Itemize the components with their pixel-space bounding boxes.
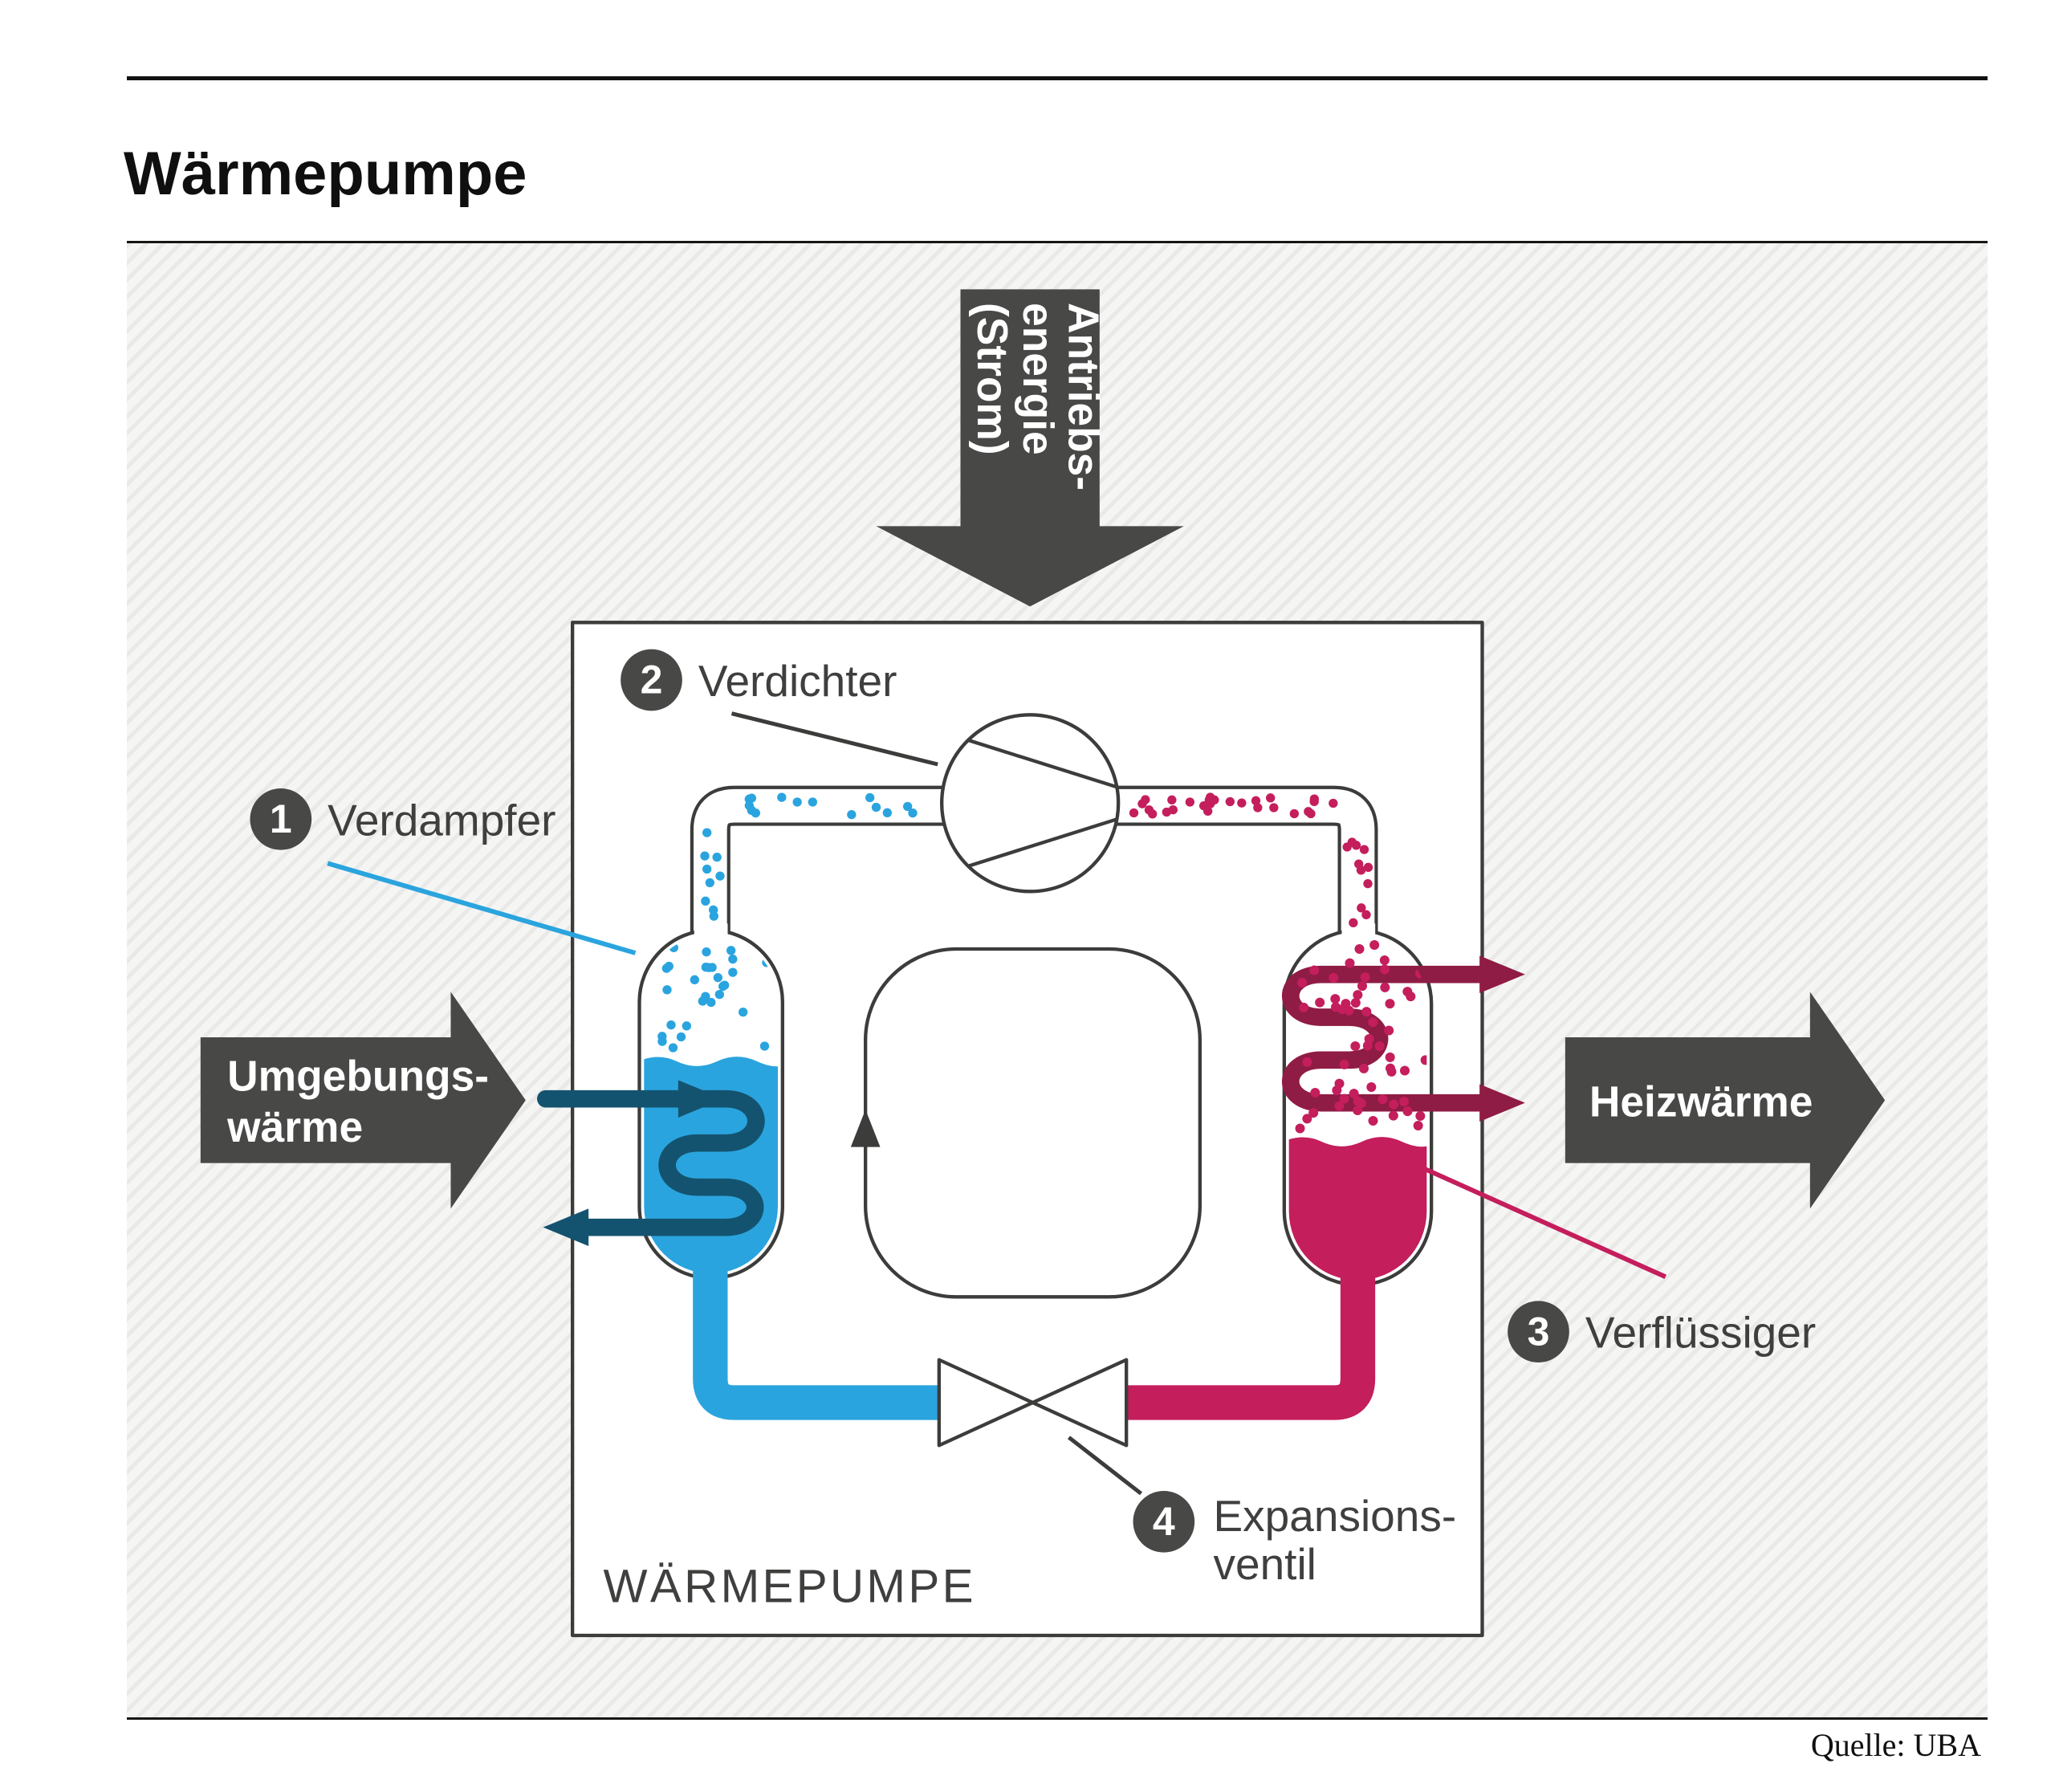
condenser-coil-icon: [1282, 955, 1525, 1122]
compressor-icon: [940, 713, 1121, 894]
discharge-pipe-dots-vertical: [1342, 837, 1373, 927]
heat-pump-box-label: WÄRMEPUMPE: [604, 1560, 976, 1612]
label-condenser-text: Verflüssiger: [1585, 1308, 1816, 1358]
label-evaporator-text: Verdampfer: [328, 795, 555, 845]
discharge-pipe-dots-horizontal: [1129, 792, 1338, 819]
ambient-heat-arrow: [200, 992, 526, 1209]
badge-3-number: 3: [1528, 1309, 1550, 1354]
heating-flow-arrow-icon: [1479, 955, 1525, 993]
heating-heat-arrow: [1565, 992, 1886, 1209]
badge-2: [621, 649, 682, 711]
source-credit: Quelle: UBA: [1810, 1727, 1981, 1763]
badge-4: [1133, 1491, 1195, 1553]
label-expansion-valve-line1: Expansions-: [1214, 1491, 1457, 1541]
ambient-heat-label-line2: wärme: [226, 1104, 363, 1151]
header-rule: [127, 76, 1988, 80]
ambient-heat-label-line1: Umgebungs-: [227, 1053, 489, 1101]
label-expansion-valve: 4 Expansions- ventil: [1133, 1491, 1457, 1589]
pointer-line-expansion-valve: [1067, 1436, 1143, 1496]
liquid-pipe-pink: [1117, 1244, 1376, 1420]
badge-1-number: 1: [270, 796, 292, 841]
label-compressor-text: Verdichter: [698, 656, 897, 706]
suction-pipe-dots-horizontal: [744, 792, 918, 820]
heating-heat-label: Heizwärme: [1589, 1078, 1813, 1126]
label-expansion-valve-line2: ventil: [1214, 1539, 1316, 1589]
liquid-pipe-blue: [693, 1238, 950, 1420]
heat-pump-diagram: Antriebs- energie (Strom) Umgebungs- wär…: [200, 289, 1886, 1638]
evaporator-pipe-junction: [694, 923, 728, 937]
pointer-line-condenser: [1419, 1165, 1667, 1279]
evaporator-coil-icon: [537, 1080, 765, 1246]
condenser-liquid: [1288, 1137, 1427, 1281]
loop-direction-arrow-icon: [850, 1110, 881, 1147]
expansion-valve-icon: [937, 1358, 1129, 1448]
condenser-pipe-junction: [1341, 923, 1376, 937]
ambient-outlet-arrow-icon: [543, 1208, 589, 1246]
drive-energy-label: Antriebs- energie (Strom): [968, 303, 1106, 491]
label-compressor: 2 Verdichter: [621, 649, 897, 711]
badge-3: [1508, 1301, 1569, 1362]
drive-energy-label-line2: energie: [1014, 303, 1061, 455]
label-condenser: 3 Verflüssiger: [1508, 1301, 1816, 1362]
pointer-line-evaporator: [327, 861, 637, 955]
pointer-line-compressor: [730, 711, 938, 767]
badge-1: [250, 788, 312, 850]
ambient-inlet-arrow-icon: [678, 1080, 724, 1118]
page-title: Wärmepumpe: [124, 139, 527, 208]
badge-2-number: 2: [641, 658, 663, 703]
drive-energy-arrow: [876, 289, 1184, 607]
condenser-vapor-dots: [1288, 940, 1427, 1134]
drive-energy-label-line3: (Strom): [968, 303, 1015, 455]
suction-pipe-dots-vertical: [700, 828, 725, 921]
label-evaporator: 1 Verdampfer: [250, 788, 555, 850]
drive-energy-label-line1: Antriebs-: [1060, 303, 1107, 491]
badge-4-number: 4: [1153, 1499, 1175, 1544]
heating-return-arrow-icon: [1479, 1084, 1525, 1122]
